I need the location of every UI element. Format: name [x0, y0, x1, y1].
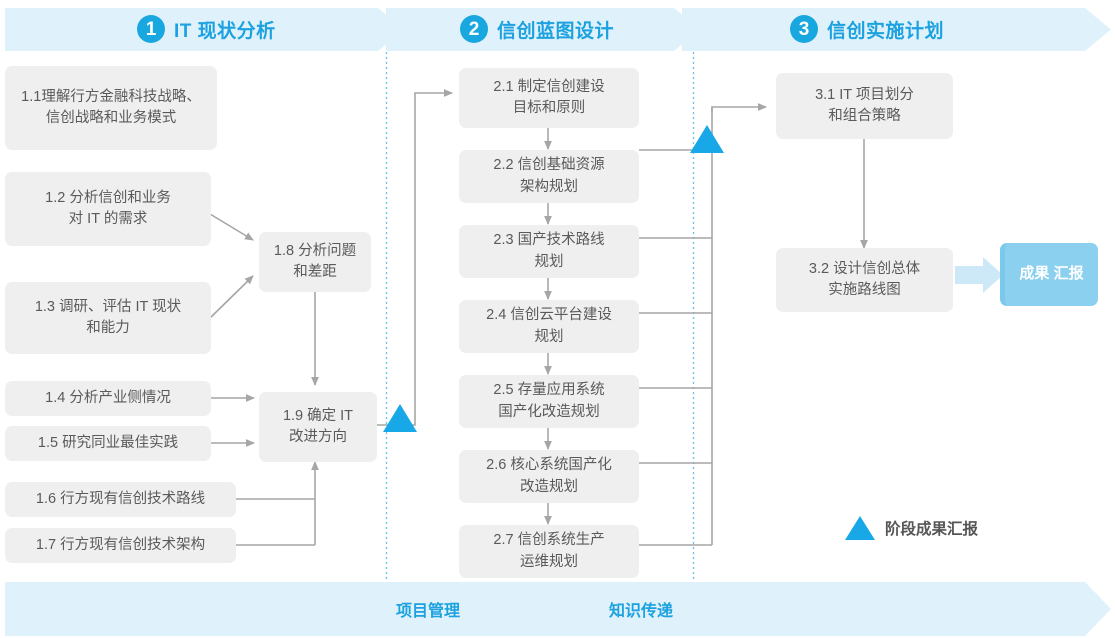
phase-number-2: 2 — [460, 15, 488, 43]
process-box-1-9[interactable]: 1.9 确定 IT 改进方向 — [259, 392, 377, 462]
phase-title-3: 信创实施计划 — [827, 20, 945, 42]
phase-title-1: IT 现状分析 — [174, 20, 276, 42]
box-line: 2.5 存量应用系统 — [493, 382, 605, 399]
box-line: 2.6 核心系统国产化 — [486, 457, 612, 474]
box-line: 信创战略和业务模式 — [45, 110, 177, 126]
box-line: 目标和原则 — [512, 100, 586, 116]
box-line: 1.1理解行方金融科技战略、 — [21, 88, 201, 105]
process-box-2-3[interactable]: 2.3 国产技术路线 规划 — [459, 225, 639, 278]
phase-header-2[interactable]: 2 信创蓝图设计 — [460, 15, 614, 43]
result-line: 成果 — [1019, 265, 1050, 283]
process-box-2-1[interactable]: 2.1 制定信创建设 目标和原则 — [459, 68, 639, 128]
milestone-triangle-phase2 — [690, 125, 724, 153]
process-box-2-5[interactable]: 2.5 存量应用系统 国产化改造规划 — [459, 375, 639, 428]
box-line: 架构规划 — [520, 178, 578, 195]
process-box-1-7[interactable]: 1.7 行方现有信创技术架构 — [5, 528, 236, 563]
result-arrow — [955, 257, 1003, 293]
box-line: 1.3 调研、评估 IT 现状 — [34, 298, 182, 315]
box-line: 1.4 分析产业侧情况 — [45, 389, 171, 406]
box-line: 1.5 研究同业最佳实践 — [37, 434, 179, 451]
process-box-3-1[interactable]: 3.1 IT 项目划分 和组合策略 — [776, 73, 953, 139]
process-box-1-5[interactable]: 1.5 研究同业最佳实践 — [5, 426, 211, 461]
box-line: 改造规划 — [520, 478, 578, 495]
box-line: 2.3 国产技术路线 — [493, 232, 605, 249]
process-box-1-3[interactable]: 1.3 调研、评估 IT 现状 和能力 — [5, 282, 211, 354]
box-line: 2.4 信创云平台建设 — [486, 307, 612, 324]
process-box-1-2[interactable]: 1.2 分析信创和业务 对 IT 的需求 — [5, 172, 211, 246]
phase-header-3[interactable]: 3 信创实施计划 — [790, 15, 944, 43]
box-line: 3.2 设计信创总体 — [808, 260, 921, 277]
phase-title-2: 信创蓝图设计 — [497, 20, 615, 42]
box-line: 实施路线图 — [828, 282, 901, 298]
result-line: 汇报 — [1053, 265, 1084, 283]
result-report-box[interactable]: 成果 汇报 — [1000, 243, 1098, 306]
box-line: 和差距 — [293, 264, 337, 280]
process-box-1-8[interactable]: 1.8 分析问题 和差距 — [259, 232, 371, 292]
process-box-1-1[interactable]: 1.1理解行方金融科技战略、 信创战略和业务模式 — [5, 66, 217, 150]
box-line: 1.2 分析信创和业务 — [45, 189, 171, 206]
box-line: 1.9 确定 IT — [282, 407, 354, 424]
process-box-3-2[interactable]: 3.2 设计信创总体 实施路线图 — [776, 248, 953, 312]
footer-band — [5, 582, 1111, 636]
footer-label-knowledge-transfer[interactable]: 知识传递 — [609, 603, 674, 620]
process-box-2-7[interactable]: 2.7 信创系统生产 运维规划 — [459, 525, 639, 578]
milestone-triangle-icon — [845, 516, 875, 540]
box-line: 1.8 分析问题 — [273, 242, 357, 259]
edge-1-9-to-2-1 — [377, 89, 453, 426]
box-line: 1.6 行方现有信创技术路线 — [35, 490, 206, 507]
process-box-1-4[interactable]: 1.4 分析产业侧情况 — [5, 381, 211, 416]
box-line: 和能力 — [86, 320, 130, 336]
milestone-triangle-phase1 — [383, 404, 417, 432]
box-line: 2.1 制定信创建设 — [493, 78, 605, 95]
box-line: 改进方向 — [288, 429, 347, 445]
process-box-2-4[interactable]: 2.4 信创云平台建设 规划 — [459, 300, 639, 353]
box-line: 1.7 行方现有信创技术架构 — [35, 536, 206, 553]
edge-1-2-to-1-8 — [209, 213, 254, 241]
box-line: 国产化改造规划 — [498, 403, 600, 420]
footer-label-project-management[interactable]: 项目管理 — [396, 603, 461, 620]
phase-number-3: 3 — [790, 15, 818, 43]
legend-label: 阶段成果汇报 — [885, 521, 979, 538]
phase-band-3 — [682, 8, 1111, 51]
box-line: 对 IT 的需求 — [68, 211, 148, 227]
box-line: 3.1 IT 项目划分 — [815, 86, 914, 103]
box-line: 2.2 信创基础资源 — [493, 157, 605, 174]
box-line: 规划 — [534, 328, 564, 345]
process-box-2-2[interactable]: 2.2 信创基础资源 架构规划 — [459, 150, 639, 203]
phase-number-1: 1 — [137, 15, 165, 43]
box-line: 2.7 信创系统生产 — [493, 532, 605, 549]
phase-header-1[interactable]: 1 IT 现状分析 — [137, 15, 276, 43]
process-box-2-6[interactable]: 2.6 核心系统国产化 改造规划 — [459, 450, 639, 503]
edge-bus-elbow-3-1 — [711, 103, 767, 113]
legend-milestone: 阶段成果汇报 — [845, 516, 978, 540]
box-line: 和组合策略 — [828, 108, 901, 124]
process-box-1-6[interactable]: 1.6 行方现有信创技术路线 — [5, 482, 236, 517]
box-line: 规划 — [534, 253, 564, 270]
phase-band-1 — [5, 8, 404, 51]
edge-1-3-to-1-8 — [209, 275, 254, 319]
box-line: 运维规划 — [520, 553, 578, 570]
